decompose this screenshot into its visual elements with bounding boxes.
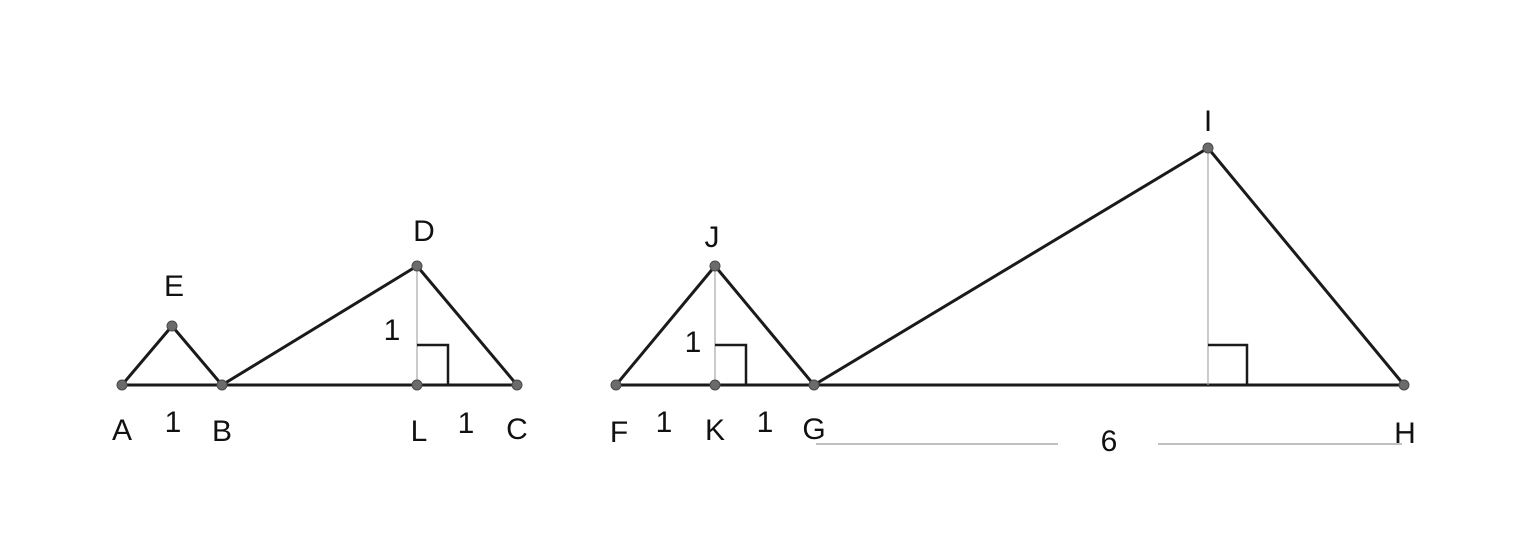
segment-GI (812, 146, 1210, 387)
label-B: B (212, 415, 232, 448)
label-E: E (164, 270, 184, 303)
point-E (166, 320, 178, 332)
point-D (411, 260, 423, 272)
measure-AB: 1 (165, 406, 182, 439)
label-J: J (705, 221, 720, 254)
point-I (1202, 142, 1214, 154)
label-I: I (1204, 105, 1212, 138)
point-G (808, 379, 820, 391)
label-L: L (411, 415, 428, 448)
measure-LC: 1 (458, 407, 475, 440)
point-C (511, 379, 523, 391)
right-angle-mark-L (417, 343, 450, 385)
right-angle-mark-K (715, 343, 748, 385)
label-D: D (413, 215, 435, 248)
point-A (116, 379, 128, 391)
point-B (216, 379, 228, 391)
segment-DC (415, 264, 519, 387)
measure-JK: 1 (685, 326, 702, 359)
label-G: G (802, 413, 825, 446)
label-A: A (112, 414, 132, 447)
segment-JG (713, 264, 816, 387)
segment-AE (120, 324, 174, 387)
measure-KG: 1 (757, 406, 774, 439)
point-J (709, 260, 721, 272)
measure-GH: 6 (1101, 425, 1118, 458)
label-C: C (506, 413, 528, 446)
point-F (610, 379, 622, 391)
point-H (1398, 379, 1410, 391)
label-F: F (610, 416, 628, 449)
right-angle-mark-I-foot (1208, 343, 1249, 385)
segment-FJ (614, 264, 717, 387)
segment-BD (220, 264, 419, 387)
label-K: K (705, 414, 725, 447)
segment-IH (1206, 146, 1406, 387)
point-L (411, 379, 423, 391)
label-H: H (1394, 417, 1416, 450)
point-K (709, 379, 721, 391)
measure-FK: 1 (656, 406, 673, 439)
segment-EB (170, 324, 224, 387)
measure-DL: 1 (384, 314, 401, 347)
